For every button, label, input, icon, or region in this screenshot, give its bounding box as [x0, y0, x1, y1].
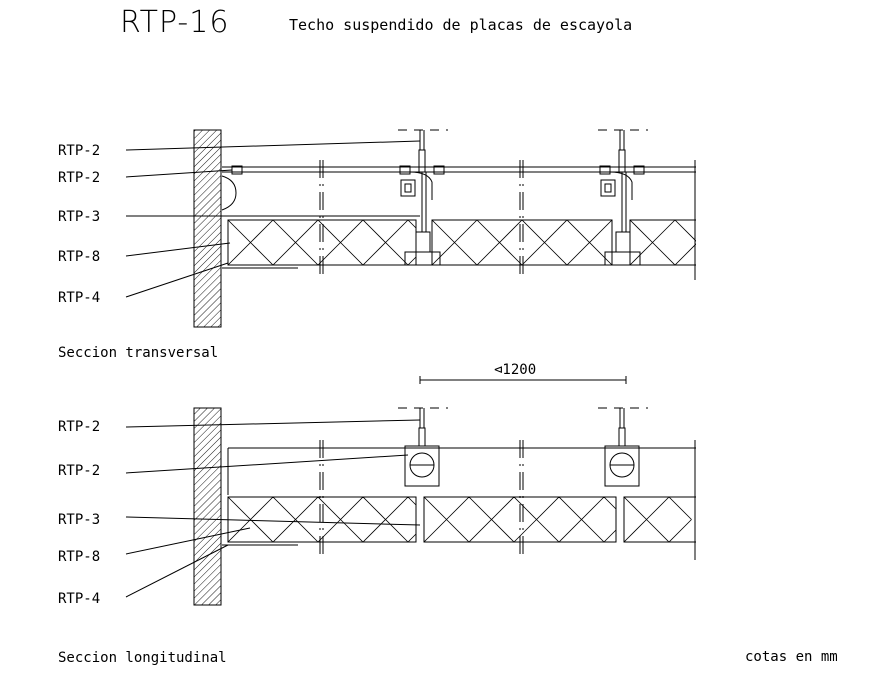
- label-rtp-3: RTP-3: [58, 209, 100, 225]
- hanger-rod: [398, 407, 448, 487]
- drawing-description: Techo suspendido de placas de escayola: [289, 16, 632, 34]
- hanger-rod: [398, 129, 448, 232]
- label-rtp-8: RTP-8: [58, 549, 100, 565]
- label-rtp-2-wire: RTP-2: [58, 170, 100, 186]
- label-rtp-8: RTP-8: [58, 249, 100, 265]
- hanger-rod: [598, 407, 648, 487]
- units-note: cotas en mm: [745, 649, 838, 665]
- label-rtp-2-clip: RTP-2: [58, 463, 100, 479]
- longitudinal-section: RTP-2 RTP-2 RTP-3 RTP-8 RTP-4 Seccion lo…: [58, 407, 696, 666]
- label-rtp-3: RTP-3: [58, 512, 100, 528]
- wall-hatch: [193, 407, 222, 606]
- dimension-value: ⊲1200: [494, 362, 536, 378]
- drawing-code: RTP-16: [120, 5, 229, 40]
- label-rtp-2-hanger: RTP-2: [58, 143, 100, 159]
- dimension-line: ⊲1200: [419, 362, 627, 384]
- label-rtp-4: RTP-4: [58, 591, 100, 607]
- transverse-section: RTP-2 RTP-2 RTP-3 RTP-8 RTP-4 Seccion tr…: [58, 129, 696, 361]
- wall-hatch: [193, 129, 222, 328]
- caption-transverse: Seccion transversal: [58, 345, 218, 361]
- plaster-panels: [227, 496, 696, 543]
- label-rtp-2-hanger: RTP-2: [58, 419, 100, 435]
- plaster-panels: [227, 219, 696, 266]
- caption-longitudinal: Seccion longitudinal: [58, 650, 227, 666]
- hanger-rod: [598, 129, 648, 232]
- label-rtp-4: RTP-4: [58, 290, 100, 306]
